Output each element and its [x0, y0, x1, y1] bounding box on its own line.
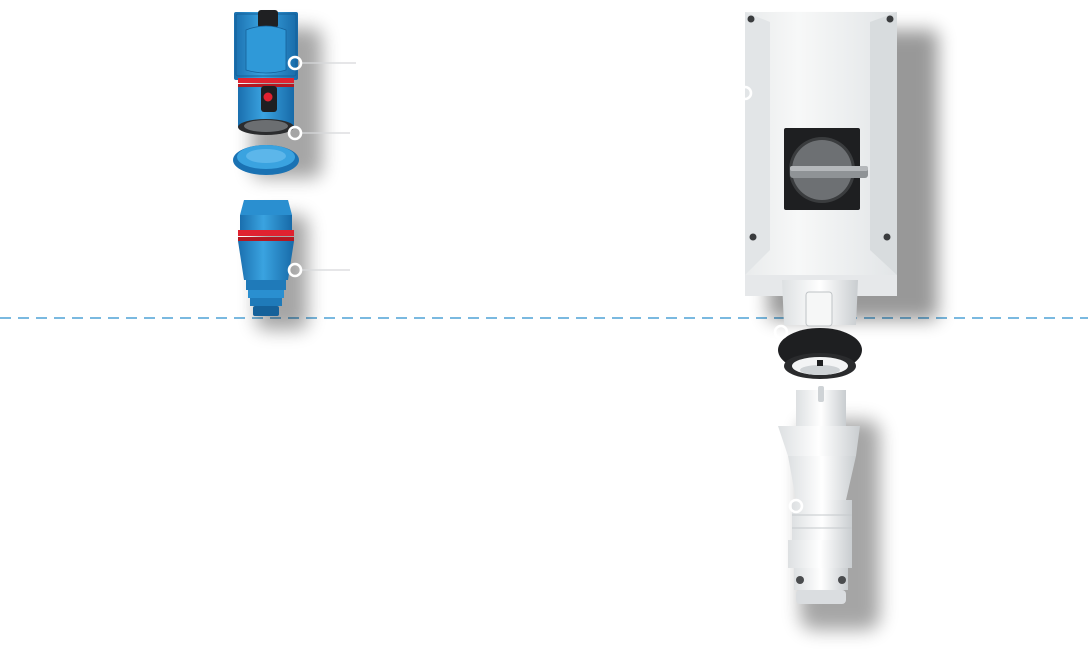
hotspot-blue-socket-housing[interactable] — [287, 55, 303, 71]
hotspot-blue-plug[interactable] — [287, 262, 303, 278]
blue-industrial-socket-icon — [233, 10, 322, 178]
grey-switched-socket-box-icon — [745, 12, 938, 379]
callout-leaders — [301, 62, 356, 271]
hotspot-grey-plug[interactable] — [788, 498, 804, 514]
hotspot-blue-socket-face[interactable] — [287, 125, 303, 141]
grey-industrial-plug-icon — [778, 386, 880, 630]
hotspot-switch-box-socket[interactable] — [773, 324, 789, 340]
blue-industrial-plug-icon — [238, 200, 308, 330]
hotspot-switch-box[interactable] — [737, 85, 753, 101]
